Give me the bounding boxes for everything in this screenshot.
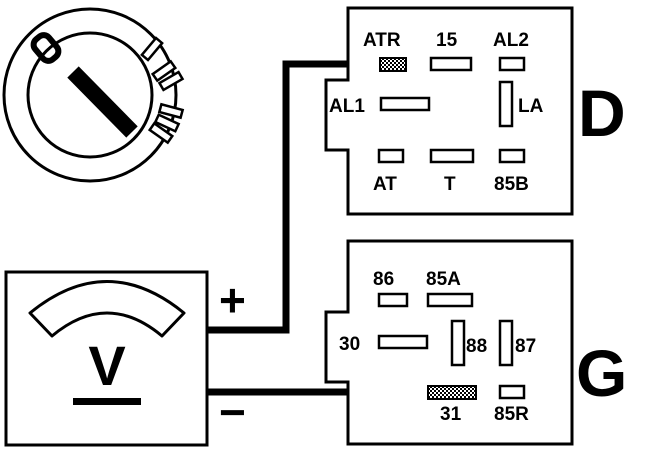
label-85b: 85B (494, 174, 529, 195)
positive-sign: + (219, 274, 246, 326)
label-al2: AL2 (493, 30, 529, 51)
pin-85b (498, 148, 526, 164)
label-at: AT (373, 174, 397, 195)
pin-la (498, 80, 514, 128)
pin-15 (429, 56, 473, 72)
label-86: 86 (373, 269, 394, 290)
probe-tip-atr (379, 57, 407, 72)
connector-g-letter: G (576, 336, 627, 410)
connector-d-letter: D (578, 76, 626, 150)
label-15: 15 (436, 30, 458, 51)
pin-87 (498, 319, 514, 367)
probe-tip-31 (427, 385, 477, 400)
negative-sign: − (219, 386, 246, 438)
pin-85a (426, 292, 474, 308)
label-atr: ATR (363, 30, 401, 51)
connector-g: 86 85A 30 88 87 31 85R (324, 239, 574, 446)
pin-al1 (379, 96, 431, 112)
label-30: 30 (339, 334, 360, 355)
pin-86 (377, 292, 409, 308)
pin-88 (450, 319, 466, 367)
pin-al2 (498, 56, 526, 72)
label-al1: AL1 (329, 96, 365, 117)
voltmeter: V (4, 270, 209, 447)
pin-85r (498, 384, 526, 400)
label-31: 31 (440, 404, 462, 425)
pin-at (377, 148, 405, 164)
connector-d: ATR 15 AL2 AL1 LA AT T 85B (324, 6, 574, 216)
voltmeter-symbol: V (88, 334, 125, 397)
label-la: LA (518, 96, 544, 117)
label-85r: 85R (494, 404, 529, 425)
ignition-switch-icon (2, 7, 185, 183)
label-87: 87 (515, 336, 536, 357)
label-88: 88 (466, 336, 487, 357)
label-85a: 85A (426, 269, 461, 290)
pin-30 (377, 334, 429, 350)
pin-t (429, 148, 475, 164)
voltmeter-scale-icon (28, 280, 186, 338)
wire-positive (207, 60, 393, 334)
label-t: T (444, 174, 456, 195)
